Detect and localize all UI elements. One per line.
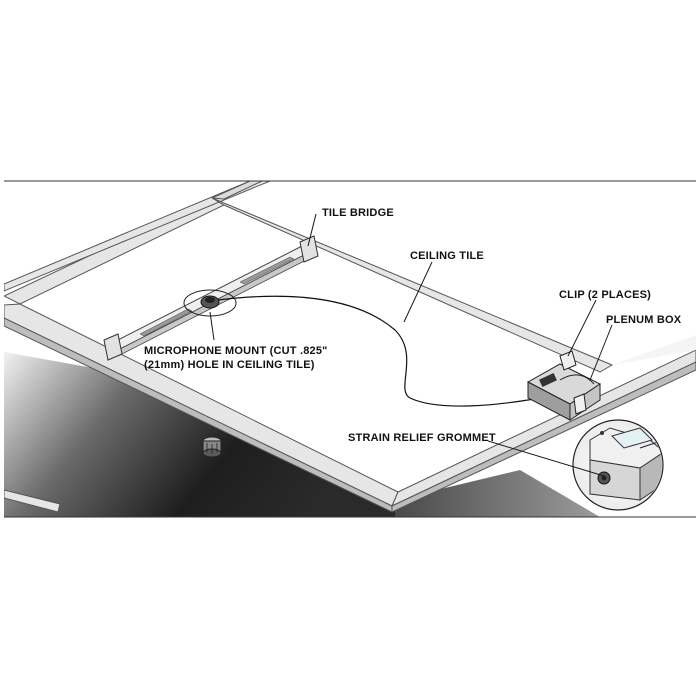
label-ceiling-tile: CEILING TILE — [410, 250, 484, 262]
grid-rail-back-right-top — [211, 181, 263, 200]
grid-rail-bottom-left — [4, 489, 61, 513]
label-plenum-box: PLENUM BOX — [606, 314, 682, 326]
leader-clip — [567, 299, 597, 357]
microphone-mount — [183, 289, 237, 317]
leader-plenum-box — [589, 324, 613, 381]
microphone — [202, 436, 222, 458]
leader-ceiling-tile — [403, 261, 433, 323]
label-microphone-mount-line1: MICROPHONE MOUNT (CUT .825" — [144, 345, 328, 357]
grid-rail-back-left-upper — [4, 181, 271, 292]
floor-shadow — [4, 352, 395, 517]
floor-shadow-right — [395, 470, 600, 517]
leader-microphone-mount — [209, 311, 215, 341]
microphone-cable — [217, 295, 541, 407]
plenum-box — [526, 363, 601, 421]
ceiling-tile — [22, 207, 600, 500]
strain-relief-detail — [572, 419, 664, 511]
label-clip: CLIP (2 PLACES) — [559, 289, 651, 301]
grid-rail-front-right-lower — [391, 361, 696, 513]
label-strain-relief-grommet: STRAIN RELIEF GROMMET — [348, 432, 496, 444]
adjacent-tile-right — [612, 335, 696, 365]
leader-strain-relief — [487, 440, 605, 477]
label-microphone-mount-line2: (21mm) HOLE IN CEILING TILE) — [144, 359, 315, 371]
label-tile-bridge: TILE BRIDGE — [322, 207, 394, 219]
clip — [559, 350, 587, 415]
leader-tile-bridge — [307, 213, 317, 247]
